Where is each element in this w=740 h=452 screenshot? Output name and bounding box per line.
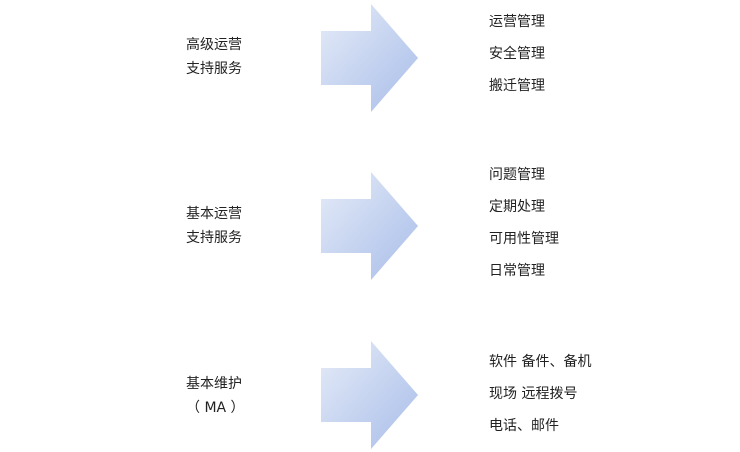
list-item: 搬迁管理 xyxy=(489,78,545,94)
group-label-line1: 高级运营 xyxy=(186,37,242,53)
right-arrow-icon xyxy=(321,172,418,280)
group-label-line2: 支持服务 xyxy=(186,230,242,246)
list-item: 日常管理 xyxy=(489,263,545,279)
list-item: 现场 远程拨号 xyxy=(489,386,578,402)
group-label-line2: （ MA ） xyxy=(186,400,245,416)
list-item: 软件 备件、备机 xyxy=(489,354,592,370)
group-label: 基本维护 （ MA ） xyxy=(186,372,245,420)
group-label: 高级运营 支持服务 xyxy=(186,33,242,81)
list-item: 电话、邮件 xyxy=(489,418,559,434)
group-label-line1: 基本维护 xyxy=(186,376,242,392)
right-arrow-icon xyxy=(321,341,418,449)
group-label-line2: 支持服务 xyxy=(186,61,242,77)
group-label-line1: 基本运营 xyxy=(186,206,242,222)
service-item-list: 问题管理 定期处理 可用性管理 日常管理 xyxy=(489,159,559,287)
right-arrow-icon xyxy=(321,4,418,112)
service-item-list: 运营管理 安全管理 搬迁管理 xyxy=(489,6,545,102)
list-item: 安全管理 xyxy=(489,46,545,62)
list-item: 运营管理 xyxy=(489,14,545,30)
group-label: 基本运营 支持服务 xyxy=(186,202,242,250)
service-item-list: 软件 备件、备机 现场 远程拨号 电话、邮件 xyxy=(489,346,591,442)
list-item: 可用性管理 xyxy=(489,231,559,247)
list-item: 问题管理 xyxy=(489,167,545,183)
list-item: 定期处理 xyxy=(489,199,545,215)
